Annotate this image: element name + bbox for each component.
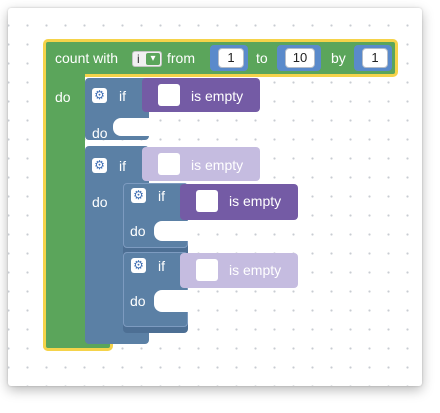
count-with-label: count with bbox=[55, 50, 119, 66]
condition-input-slot-3[interactable] bbox=[196, 190, 218, 212]
is-empty-label-4: is empty bbox=[229, 262, 282, 278]
count-with-loop-block[interactable]: count with i ▾ from 1 to 10 by 1 do bbox=[43, 39, 398, 351]
if-block-1-do-slot bbox=[113, 118, 149, 136]
gear-icon[interactable]: ⚙ bbox=[92, 158, 107, 173]
if-label-2: if bbox=[119, 158, 126, 174]
from-label: from bbox=[167, 50, 195, 66]
gear-icon[interactable]: ⚙ bbox=[131, 258, 146, 273]
by-number-field[interactable]: 1 bbox=[362, 48, 388, 68]
is-empty-label-1: is empty bbox=[191, 88, 244, 104]
workspace-card: count with i ▾ from 1 to 10 by 1 do ⚙ if… bbox=[8, 8, 422, 386]
loop-do-label: do bbox=[55, 89, 71, 105]
do-label-2: do bbox=[92, 194, 108, 210]
to-label: to bbox=[256, 50, 268, 66]
if-label-3: if bbox=[158, 188, 165, 204]
do-label-1: do bbox=[92, 125, 108, 141]
is-empty-label-2: is empty bbox=[191, 157, 244, 173]
condition-input-slot-1[interactable] bbox=[158, 84, 180, 106]
do-label-4: do bbox=[130, 293, 146, 309]
by-number-block[interactable]: 1 bbox=[354, 45, 392, 71]
if-block-4-do-slot bbox=[154, 290, 188, 312]
to-number-block[interactable]: 10 bbox=[277, 45, 321, 71]
variable-name: i bbox=[137, 52, 140, 66]
from-number-field[interactable]: 1 bbox=[218, 48, 244, 68]
chevron-down-icon: ▾ bbox=[150, 53, 156, 64]
from-number-block[interactable]: 1 bbox=[210, 45, 248, 71]
if-label-1: if bbox=[119, 88, 126, 104]
condition-input-slot-2[interactable] bbox=[158, 153, 180, 175]
condition-input-slot-4[interactable] bbox=[196, 259, 218, 281]
do-label-3: do bbox=[130, 223, 146, 239]
gear-icon[interactable]: ⚙ bbox=[131, 188, 146, 203]
gear-icon[interactable]: ⚙ bbox=[92, 88, 107, 103]
loop-spine bbox=[43, 71, 85, 351]
if-block-3-do-slot bbox=[154, 221, 188, 241]
dropdown-arrow-icon[interactable]: ▾ bbox=[146, 53, 160, 65]
is-empty-label-3: is empty bbox=[229, 193, 282, 209]
by-label: by bbox=[331, 50, 346, 66]
to-number-field[interactable]: 10 bbox=[285, 48, 315, 68]
if-label-4: if bbox=[158, 258, 165, 274]
